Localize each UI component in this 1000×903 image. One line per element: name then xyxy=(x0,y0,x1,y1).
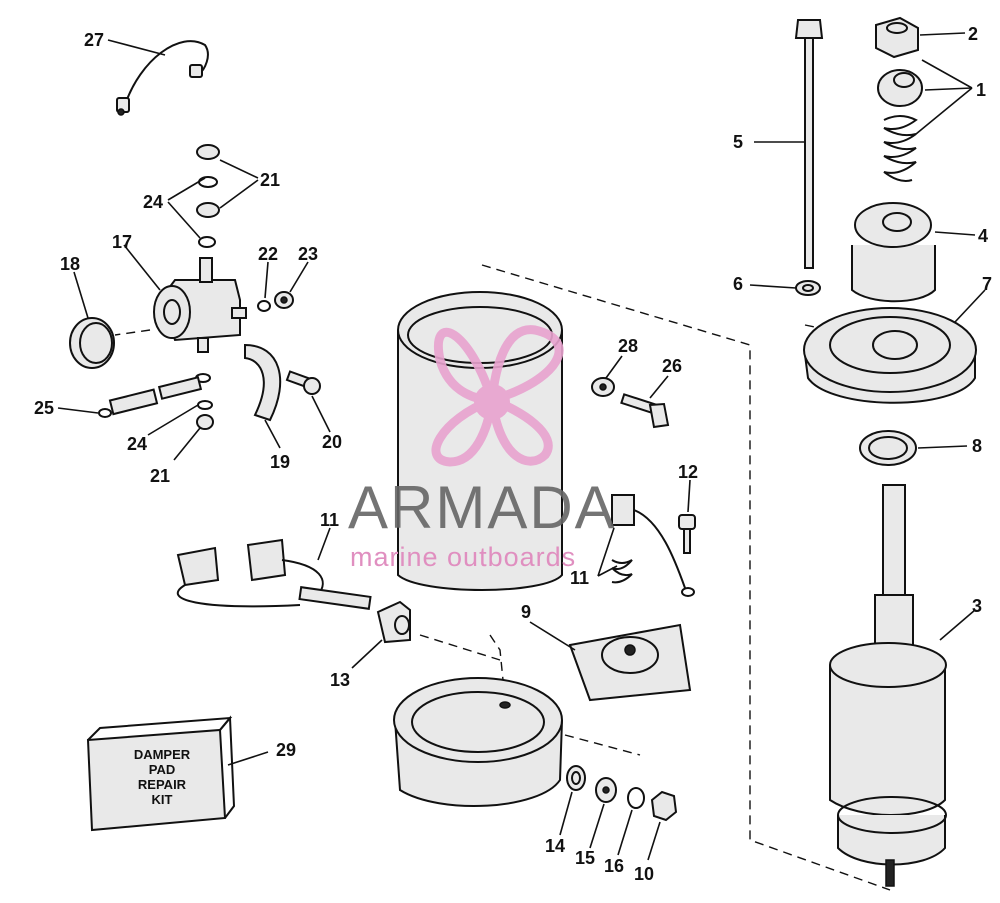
part-26-bolt xyxy=(620,393,670,429)
callout-26: 26 xyxy=(662,356,682,376)
callout-24-bottom: 24 xyxy=(127,434,147,454)
callout-17: 17 xyxy=(112,232,132,252)
callout-1: 1 xyxy=(976,80,986,100)
callout-numbers: 27 21 24 17 18 22 23 25 24 21 19 20 11 1… xyxy=(34,24,992,884)
armada-watermark: ARMADA marine outboards xyxy=(348,325,617,572)
part-11-brush-assembly xyxy=(176,538,372,610)
callout-27: 27 xyxy=(84,30,104,50)
kit-label-line-2: PAD xyxy=(149,762,175,777)
part-7-drive-end-plate xyxy=(803,307,977,404)
part-25-connector xyxy=(98,376,203,418)
part-28-washer xyxy=(591,377,615,397)
part-13-terminal-bracket xyxy=(376,600,411,644)
parts-22-23-small-nuts xyxy=(257,291,294,312)
part-12-screw xyxy=(678,514,696,554)
part-2-nut xyxy=(875,16,919,59)
part-8-thrust-washer xyxy=(859,430,917,466)
callout-21-top: 21 xyxy=(260,170,280,190)
callout-10: 10 xyxy=(634,864,654,884)
callout-4: 4 xyxy=(978,226,988,246)
callout-7: 7 xyxy=(982,274,992,294)
part-5-through-bolt xyxy=(794,19,824,269)
part-19-bracket xyxy=(244,343,282,422)
callout-12: 12 xyxy=(678,462,698,482)
part-27-cable xyxy=(116,40,209,116)
part-4-pinion-drive xyxy=(851,202,936,303)
part-1-collar-spring xyxy=(877,69,923,182)
callout-14: 14 xyxy=(545,836,565,856)
propeller-logo-icon xyxy=(431,325,564,467)
part-9-brush-plate xyxy=(568,623,692,702)
callout-15: 15 xyxy=(575,848,595,868)
part-3-armature xyxy=(829,484,947,887)
callout-28: 28 xyxy=(618,336,638,356)
callout-3: 3 xyxy=(972,596,982,616)
watermark-tagline: marine outboards xyxy=(350,542,576,572)
callout-24-top: 24 xyxy=(143,192,163,212)
callout-22: 22 xyxy=(258,244,278,264)
callout-18: 18 xyxy=(60,254,80,274)
part-20-bolt xyxy=(285,370,321,395)
callout-21-bottom: 21 xyxy=(150,466,170,486)
kit-label: DAMPER PAD REPAIR KIT xyxy=(134,747,191,807)
callout-9: 9 xyxy=(521,602,531,622)
end-cap-housing xyxy=(393,677,563,808)
part-11-brush-spring xyxy=(611,494,695,597)
callout-19: 19 xyxy=(270,452,290,472)
callout-leader-lines xyxy=(57,32,986,861)
watermark-brand: ARMADA xyxy=(348,474,617,541)
callout-2: 2 xyxy=(968,24,978,44)
callout-11-right: 11 xyxy=(570,568,589,588)
callout-16: 16 xyxy=(604,856,624,876)
callout-29: 29 xyxy=(276,740,296,760)
kit-label-line-3: REPAIR xyxy=(138,777,187,792)
kit-label-line-4: KIT xyxy=(152,792,173,807)
part-18-ring xyxy=(69,317,115,369)
callout-5: 5 xyxy=(733,132,743,152)
callout-11-left: 11 xyxy=(320,510,339,530)
callout-6: 6 xyxy=(733,274,743,294)
callout-13: 13 xyxy=(330,670,350,690)
callout-20: 20 xyxy=(322,432,342,452)
part-6-washer xyxy=(795,280,821,296)
kit-label-line-1: DAMPER xyxy=(134,747,191,762)
callout-8: 8 xyxy=(972,436,982,456)
part-17-solenoid xyxy=(153,257,247,353)
parts-14-15-16-10-washers-nut xyxy=(566,765,678,822)
callout-25: 25 xyxy=(34,398,54,418)
part-29-damper-pad-kit xyxy=(86,715,236,832)
callout-23: 23 xyxy=(298,244,318,264)
